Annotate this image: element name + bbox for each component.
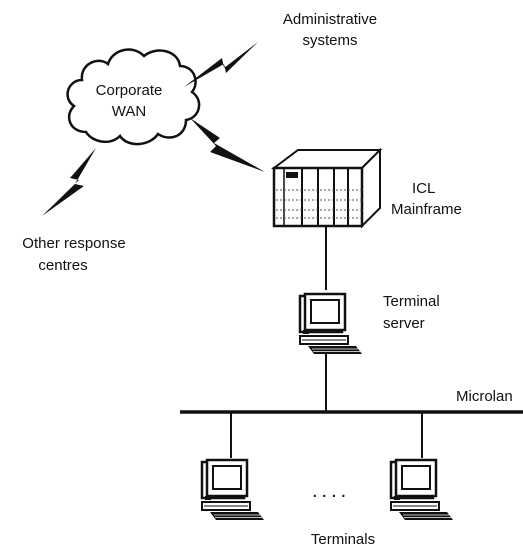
microlan-label: Microlan — [456, 388, 513, 405]
terminal-server-computer-icon — [298, 292, 364, 356]
admin-label-line2: systems — [302, 32, 357, 49]
mainframe-label-line2: Mainframe — [391, 201, 462, 218]
mainframe-label-line1: ICL — [412, 180, 435, 197]
lightning-bolt-icon — [42, 148, 96, 216]
terminals-label: Terminals — [311, 531, 375, 548]
lightning-bolt-icon — [184, 42, 258, 87]
corporate-wan-cloud: Corporate WAN — [66, 48, 201, 146]
lightning-bolt-icon — [190, 118, 265, 172]
server-label-line2: server — [383, 315, 425, 332]
terminal-computer-icon-right — [389, 458, 455, 522]
server-label-line1: Terminal — [383, 293, 440, 310]
other-label-line2: centres — [38, 257, 87, 274]
mainframe-icon — [271, 147, 383, 229]
admin-label-line1: Administrative — [283, 11, 377, 28]
ellipsis-label: .... — [312, 480, 350, 502]
other-label-line1: Other response — [22, 235, 125, 252]
cloud-label-line2: WAN — [112, 103, 146, 120]
cloud-icon — [66, 48, 201, 146]
cloud-label-line1: Corporate — [96, 82, 163, 99]
terminal-computer-icon-left — [200, 458, 266, 522]
